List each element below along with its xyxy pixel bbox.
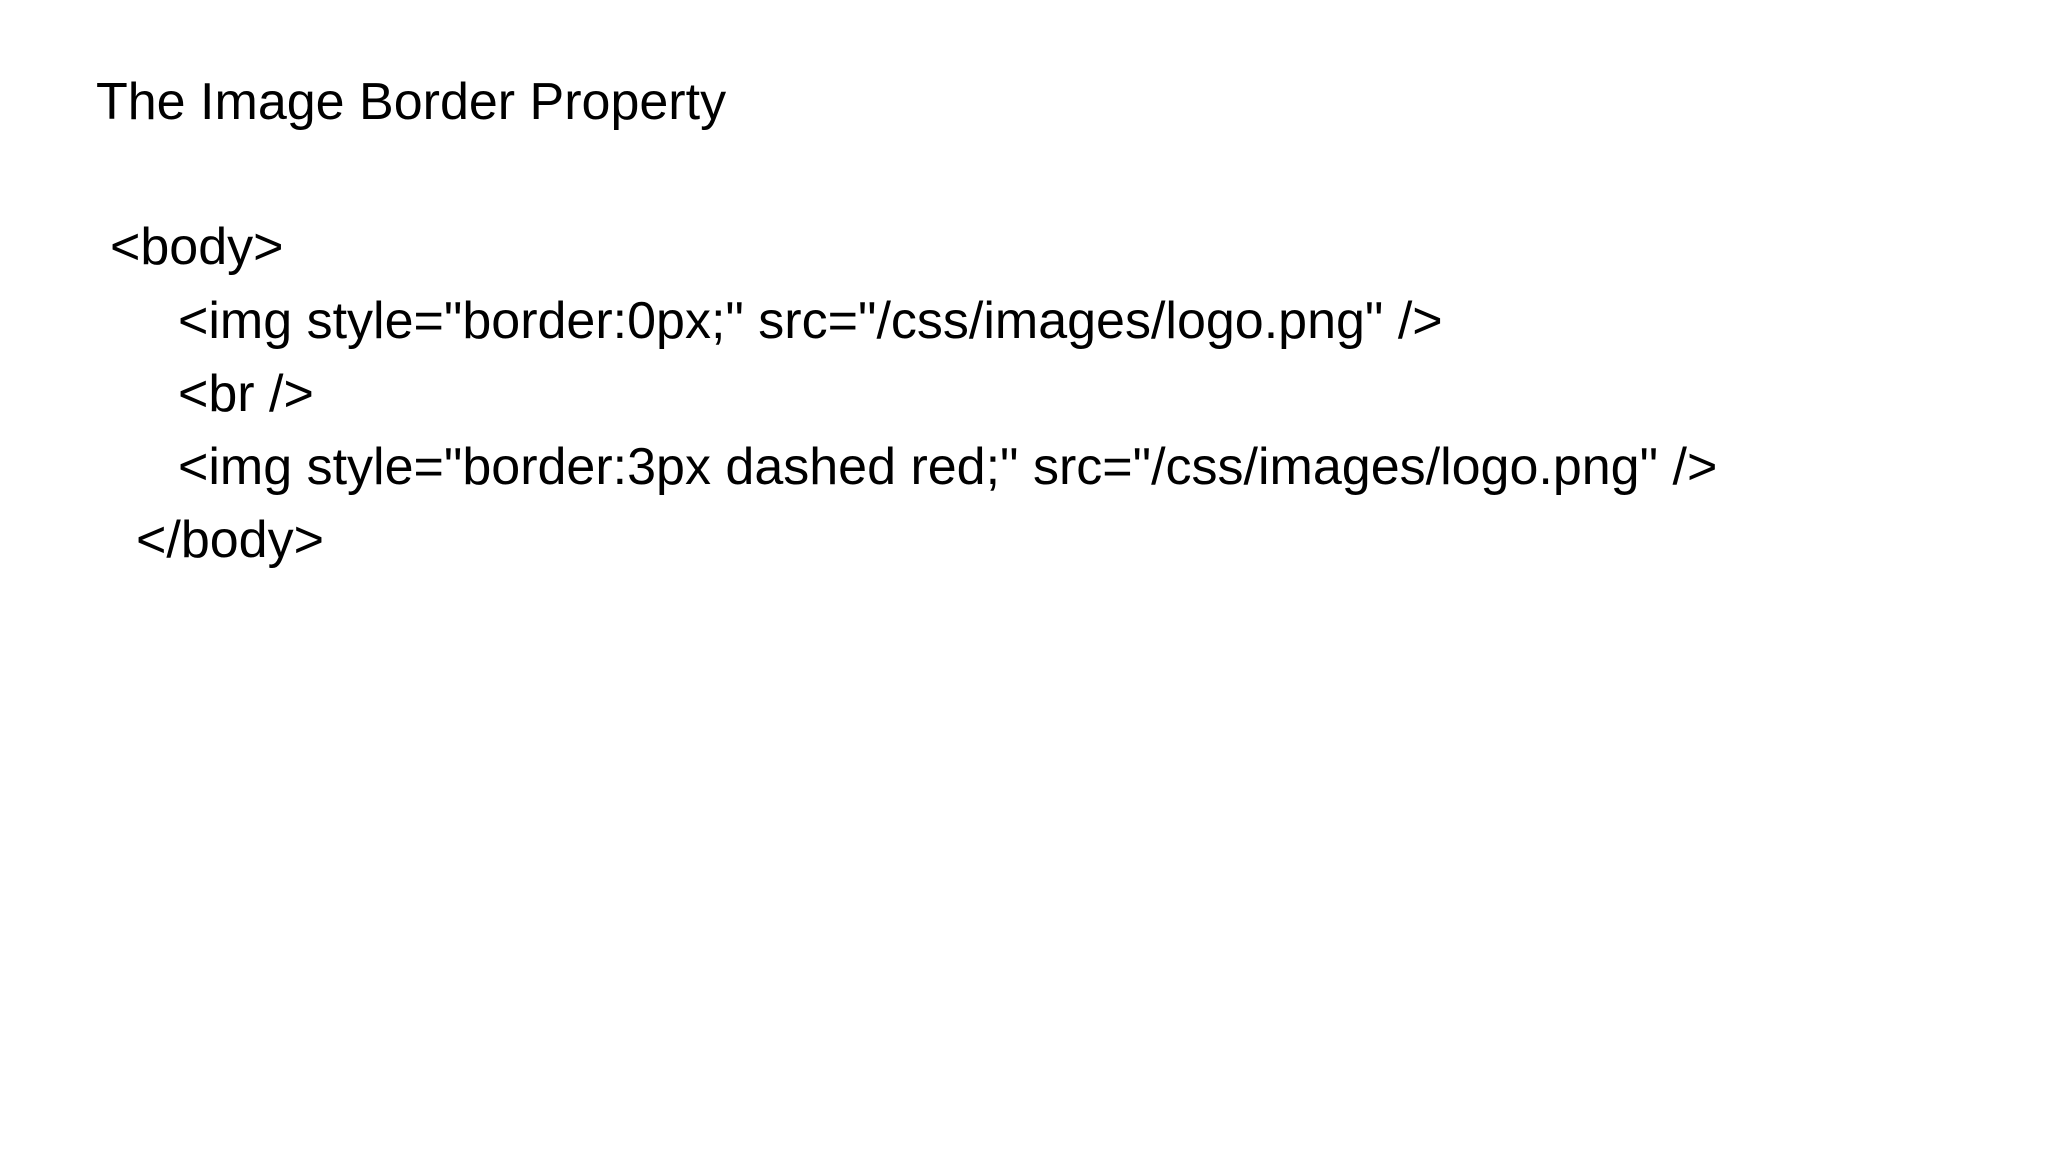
slide-title: The Image Border Property	[96, 73, 727, 131]
code-line-body-close: </body>	[136, 511, 324, 569]
code-line-img-dashed-border: <img style="border:3px dashed red;" src=…	[178, 438, 1718, 496]
code-line-body-open: <body>	[110, 218, 284, 276]
code-line-br: <br />	[178, 365, 314, 423]
code-line-img-no-border: <img style="border:0px;" src="/css/image…	[178, 292, 1443, 350]
